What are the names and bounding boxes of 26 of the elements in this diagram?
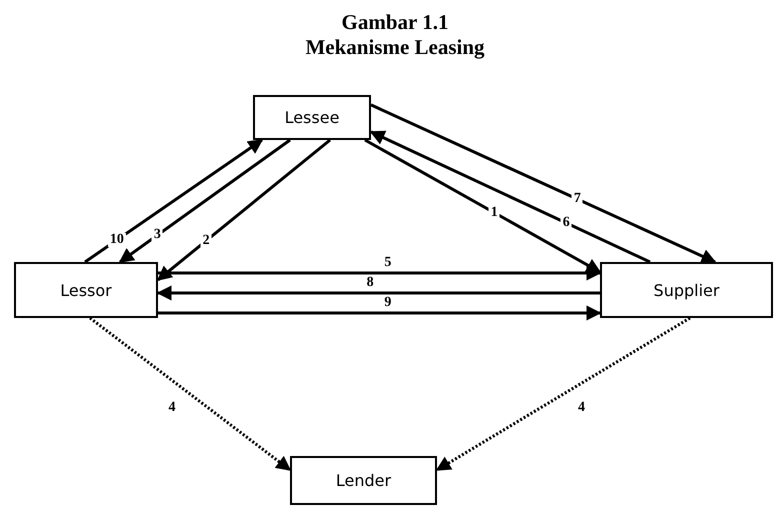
arrow: [370, 130, 651, 264]
edge-label: 1: [488, 206, 500, 220]
entity-box: [253, 95, 371, 140]
entity-label: Supplier: [654, 280, 720, 300]
title: Gambar 1.1 Mekanisme Leasing: [304, 10, 486, 60]
arrow: [364, 138, 602, 274]
arrow: [158, 305, 602, 320]
entity-box: [14, 262, 158, 318]
edge-label: 7: [572, 192, 583, 206]
entity-box: [290, 456, 437, 505]
dotted-arrow: [89, 316, 292, 472]
arrow: [370, 104, 716, 264]
edge-label: 6: [560, 216, 572, 230]
entity-box: [600, 262, 773, 318]
entity-label: Lessee: [284, 108, 340, 127]
arrow: [156, 138, 331, 282]
arrow: [118, 138, 291, 264]
edge-label: 10: [108, 233, 126, 248]
arrow: [158, 265, 602, 280]
arrow: [84, 138, 264, 264]
arrow: [156, 286, 600, 301]
edge-label: 3: [152, 228, 163, 242]
edge-label: 2: [200, 234, 212, 248]
entity-label: Lessor: [60, 280, 112, 300]
entity-label: Lender: [336, 471, 392, 490]
dotted-arrow: [436, 316, 691, 472]
